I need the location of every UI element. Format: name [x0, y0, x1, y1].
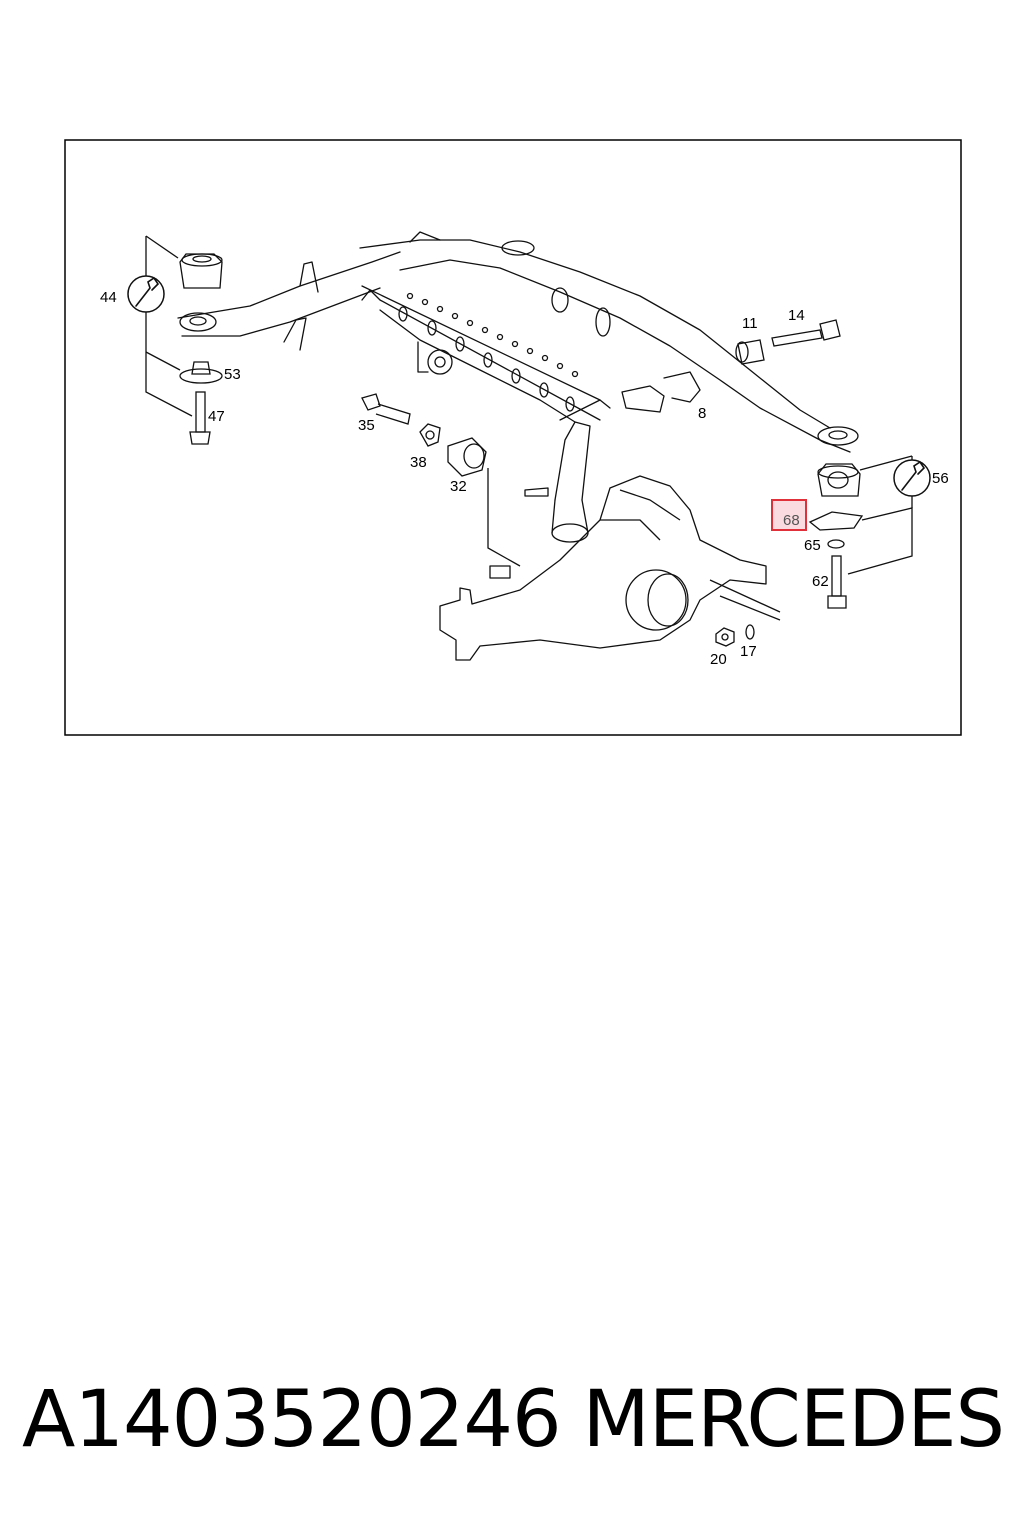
callout-38: 38	[410, 454, 427, 471]
callout-14: 14	[788, 307, 805, 324]
parts-diagram: 44 53 47 35 38 32 11 14 8 56 68 65 62 20…	[0, 0, 1024, 760]
subframe-drawing	[177, 231, 859, 543]
callout-44: 44	[100, 289, 117, 306]
callout-56: 56	[932, 470, 949, 487]
highlight-box-68	[771, 499, 807, 531]
callout-11: 11	[742, 315, 758, 332]
brand-name: MERCEDES	[582, 1375, 1005, 1465]
callout-20: 20	[710, 651, 727, 668]
differential-drawing	[439, 475, 781, 661]
callout-68[interactable]: 68	[783, 512, 800, 529]
diagram-svg: 44 53 47 35 38 32 11 14 8 56 68 65 62 20…	[64, 139, 962, 736]
center-mount-parts	[361, 393, 521, 567]
diagram-border	[64, 139, 962, 736]
upper-right-parts	[735, 319, 841, 365]
lower-fasteners	[715, 595, 781, 647]
callout-8: 8	[698, 405, 706, 422]
footer: A1403520246 MERCEDES	[22, 1370, 1005, 1470]
callout-53: 53	[224, 366, 241, 383]
callout-65: 65	[804, 537, 821, 554]
callout-17: 17	[740, 643, 757, 660]
wrench-icon	[127, 275, 165, 313]
part-number: A1403520246	[22, 1375, 562, 1465]
callout-62: 62	[812, 573, 829, 590]
crossmember-holes	[398, 292, 579, 412]
right-mount-parts	[808, 455, 913, 609]
callout-47: 47	[208, 408, 225, 425]
callout-32: 32	[450, 478, 467, 495]
wrench-icon	[893, 459, 931, 497]
callout-35: 35	[358, 417, 375, 434]
